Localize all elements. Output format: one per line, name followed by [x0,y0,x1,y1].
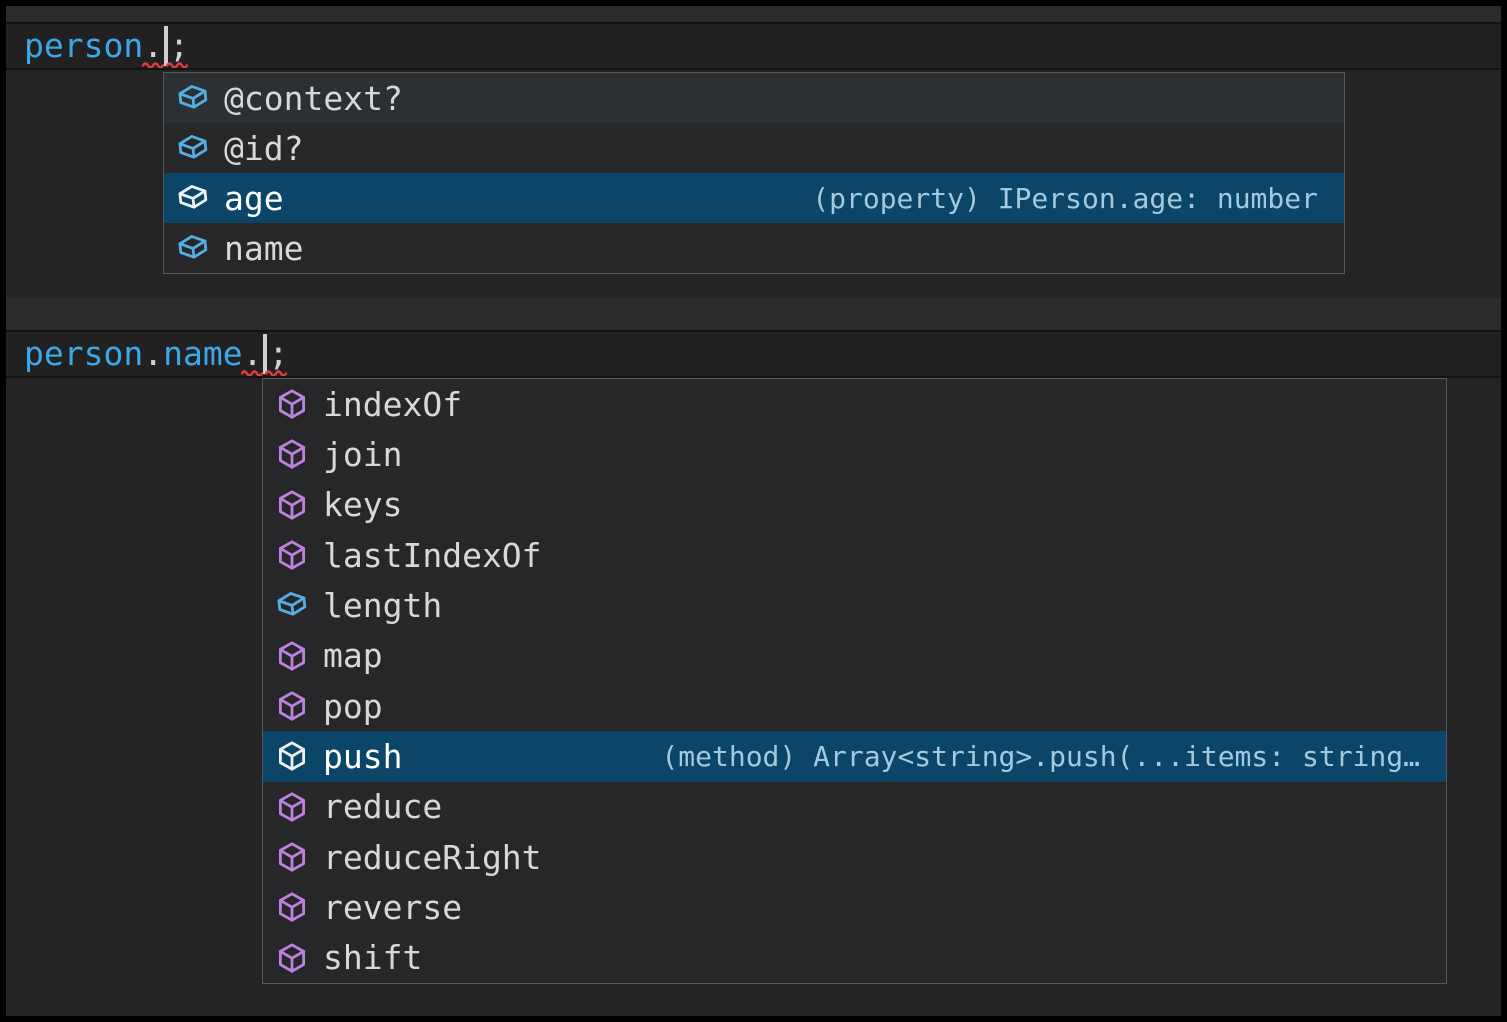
code-text: person.; [6,24,1501,68]
error-squiggle [166,62,188,68]
suggestion-item-keys[interactable]: keys [263,480,1446,530]
editor-background-strip [6,6,1501,24]
text-cursor [263,334,268,374]
error-squiggle [265,370,287,376]
error-squiggle [142,62,164,68]
suggestion-item-lastindexof[interactable]: lastIndexOf [263,530,1446,580]
suggestion-label: reduce [323,787,443,827]
suggest-widget-person: @context? @id? age (property) IPerson.age: … [163,72,1345,274]
field-box-icon [177,82,209,114]
code-line-1[interactable]: person.; [6,24,1501,70]
suggestion-label: age [224,178,284,218]
method-cube-icon [276,740,308,772]
method-cube-icon [276,942,308,974]
suggestion-item-reverse[interactable]: reverse [263,882,1446,932]
suggestion-detail: (method) Array<string>.push(...items: st… [661,739,1420,773]
code-token-punct: ; [169,26,189,65]
suggestion-item-length[interactable]: length [263,580,1446,630]
method-cube-icon [276,791,308,823]
suggestion-item-indexof[interactable]: indexOf [263,379,1446,429]
code-token-ident: person [24,26,144,65]
suggestion-label: join [323,434,403,474]
suggestion-item-shift[interactable]: shift [263,933,1446,983]
suggestion-item-join[interactable]: join [263,429,1446,479]
suggestion-label: lastIndexOf [323,535,542,575]
suggestion-label: indexOf [323,384,463,424]
suggestion-label: @id? [224,128,304,168]
method-cube-icon [276,388,308,420]
code-token-punct: . [242,334,263,373]
suggestion-item-pop[interactable]: pop [263,681,1446,731]
suggestion-detail: (property) IPerson.age: number [812,181,1318,215]
suggestion-item-context[interactable]: @context? [164,73,1344,123]
field-box-icon [177,232,209,264]
text-cursor [164,26,169,66]
method-cube-icon [276,489,308,521]
method-cube-icon [276,438,308,470]
suggestion-item-map[interactable]: map [263,631,1446,681]
suggestion-item-age[interactable]: age (property) IPerson.age: number [164,173,1344,223]
suggestion-label: @context? [224,78,403,118]
code-token-punct: ; [268,334,289,373]
suggest-widget-person-name: indexOf join keys lastIndexOf length map pop pu… [262,378,1447,984]
suggestion-label: map [323,636,383,676]
suggestion-item-id[interactable]: @id? [164,123,1344,173]
field-box-icon [276,589,308,621]
code-token-punct: . [143,26,164,65]
method-cube-icon [276,690,308,722]
suggestion-label: keys [323,485,403,525]
suggestion-item-reduceright[interactable]: reduceRight [263,832,1446,882]
field-box-icon [177,132,209,164]
error-squiggle [241,370,263,376]
suggestion-label: reverse [323,887,463,927]
suggestion-label: pop [323,686,383,726]
method-cube-icon [276,841,308,873]
code-token-prop: name [163,334,243,373]
suggestion-label: name [224,228,304,268]
suggestion-label: shift [323,938,423,978]
suggestion-item-push[interactable]: push (method) Array<string>.push(...items… [263,731,1446,782]
method-cube-icon [276,891,308,923]
suggestion-item-name[interactable]: name [164,223,1344,273]
suggestion-label: push [323,736,403,776]
code-token-punct: . [143,334,164,373]
suggestion-item-reduce[interactable]: reduce [263,782,1446,832]
method-cube-icon [276,539,308,571]
suggestion-label: length [323,585,443,625]
suggestion-label: reduceRight [323,837,542,877]
field-box-icon [177,182,209,214]
code-text: person.name.; [6,332,1501,376]
method-cube-icon [276,640,308,672]
editor-background-strip [6,298,1501,332]
code-line-2[interactable]: person.name.; [6,332,1501,378]
code-token-ident: person [24,334,144,373]
